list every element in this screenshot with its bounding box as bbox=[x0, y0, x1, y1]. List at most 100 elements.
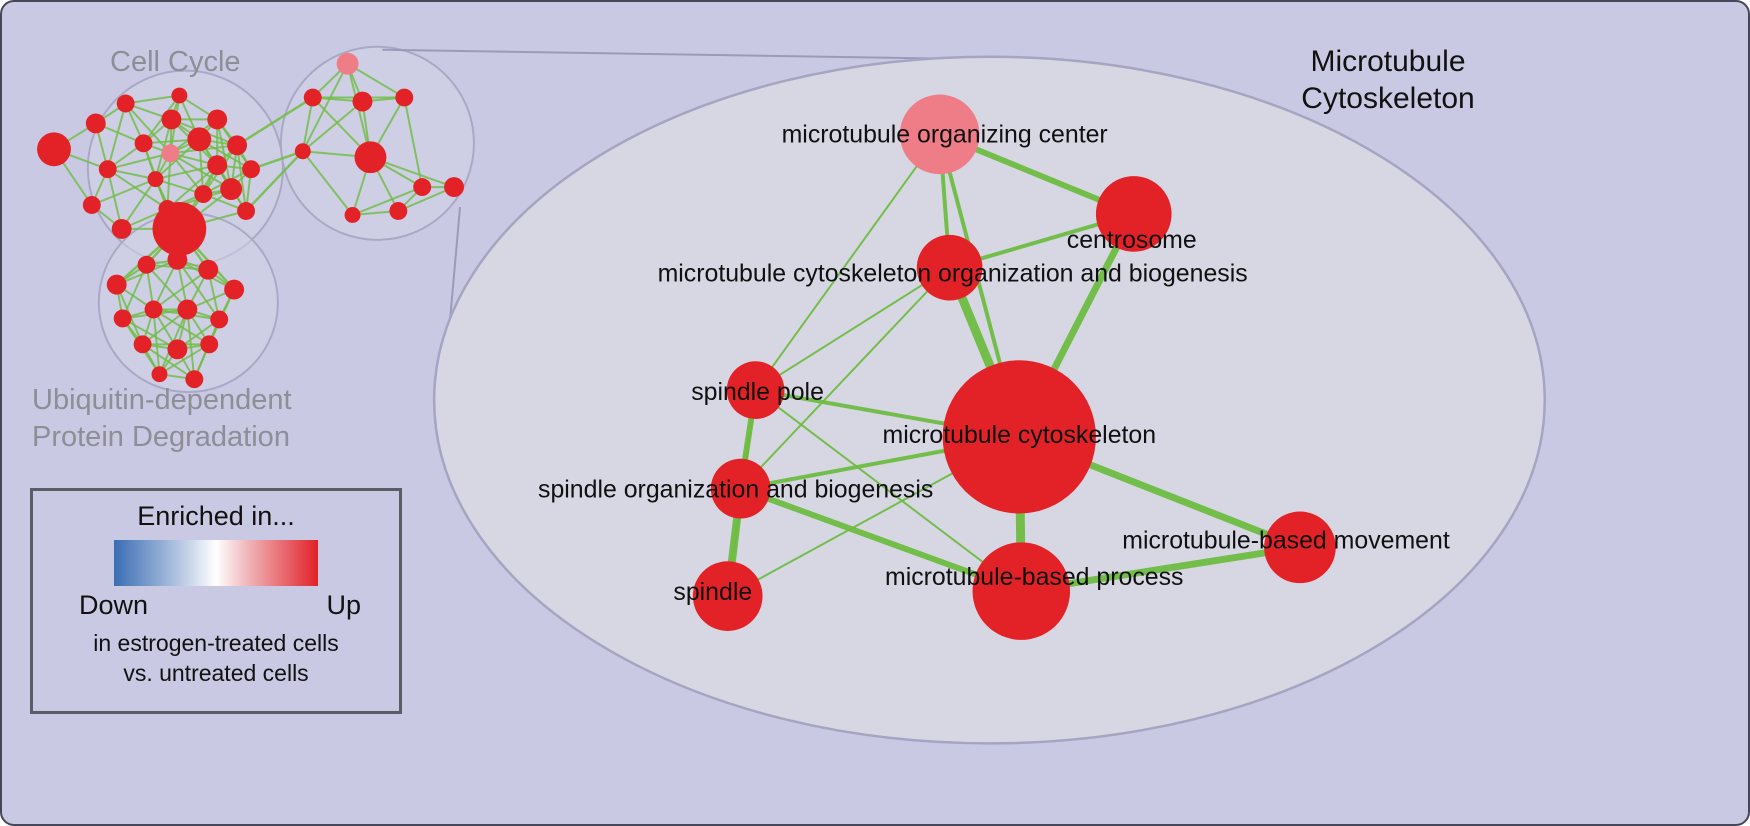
legend-gradient-bar bbox=[114, 540, 318, 586]
mini-node-c10 bbox=[187, 127, 212, 152]
mini-edge bbox=[347, 62, 405, 99]
node-process bbox=[972, 542, 1071, 640]
node-label-moc: microtubule organizing center bbox=[782, 120, 1108, 148]
node-org bbox=[916, 234, 983, 301]
mini-node-u10 bbox=[167, 339, 188, 360]
cluster-label-ubiquitin: Ubiquitin-dependent Protein Degradation bbox=[32, 382, 292, 456]
mini-edge bbox=[302, 100, 364, 153]
mini-node-u4 bbox=[224, 279, 245, 300]
mini-node-u12 bbox=[151, 366, 168, 383]
edge-pole-process bbox=[754, 389, 1023, 593]
mini-edge bbox=[352, 186, 423, 216]
mini-node-u2 bbox=[167, 249, 188, 270]
mini-edge bbox=[301, 63, 349, 152]
mini-edge bbox=[302, 150, 354, 216]
mini-node-c12 bbox=[194, 185, 213, 204]
node-label-pole: spindle pole bbox=[691, 378, 824, 406]
node-label-sporg: spindle organization and biogenesis bbox=[538, 476, 933, 504]
mini-node-c4 bbox=[147, 171, 164, 188]
node-label-spindle: spindle bbox=[673, 578, 752, 606]
mini-node-m3 bbox=[395, 88, 414, 107]
mini-node-c16 bbox=[242, 160, 260, 179]
mini-node-c3 bbox=[134, 134, 153, 153]
mini-node-c6 bbox=[82, 196, 101, 214]
edge-moc-pole bbox=[754, 133, 941, 392]
node-mtc bbox=[942, 360, 1096, 514]
ubiquitin-label-line2: Protein Degradation bbox=[32, 421, 290, 454]
edge-org-pole bbox=[754, 266, 951, 392]
mini-node-m0 bbox=[336, 52, 359, 75]
mini-node-m7 bbox=[389, 202, 408, 220]
mini-node-u13 bbox=[185, 370, 204, 389]
node-moc bbox=[899, 94, 980, 175]
legend-down-label: Down bbox=[79, 590, 149, 620]
mini-node-u6 bbox=[144, 300, 163, 319]
mini-node-m1 bbox=[303, 88, 322, 107]
mini-node-c13 bbox=[227, 135, 248, 156]
mini-edge bbox=[158, 343, 210, 376]
mini-edge bbox=[107, 152, 171, 171]
mini-node-u0 bbox=[106, 274, 127, 295]
mini-node-c18 bbox=[161, 144, 180, 163]
node-sporg bbox=[710, 458, 771, 519]
node-label-org: microtubule cytoskeleton organization an… bbox=[658, 260, 1248, 288]
mini-node-u9 bbox=[133, 335, 152, 354]
mini-edge bbox=[301, 97, 314, 152]
mini-edge bbox=[107, 168, 168, 210]
edge-org-sporg bbox=[739, 266, 951, 490]
zoom-cone-line-0 bbox=[382, 48, 952, 60]
mini-edge bbox=[91, 178, 156, 206]
legend-box: Enriched in... Down Up in estrogen-treat… bbox=[30, 488, 402, 714]
mini-bridge-edge bbox=[236, 96, 314, 147]
mini-node-c1 bbox=[85, 113, 106, 134]
mini-edge bbox=[216, 119, 233, 190]
edge-sporg-process bbox=[737, 485, 1025, 595]
mini-node-m5 bbox=[413, 178, 432, 197]
mini-node-c2 bbox=[116, 94, 135, 113]
mini-edge bbox=[166, 164, 218, 210]
mini-edge bbox=[106, 103, 127, 170]
microtubule-title-line2: Cytoskeleton bbox=[1301, 81, 1475, 115]
mini-node-u1 bbox=[137, 255, 156, 274]
mini-edge bbox=[121, 264, 148, 319]
legend-endpoint-labels: Down Up bbox=[79, 590, 361, 621]
legend-up-label: Up bbox=[326, 590, 361, 620]
mini-bridge-edge bbox=[250, 150, 304, 171]
mini-node-m8 bbox=[344, 207, 361, 223]
mini-edge bbox=[152, 268, 209, 311]
mini-node-c11 bbox=[207, 155, 228, 176]
ubiquitin-label-line1: Ubiquitin-dependent bbox=[32, 384, 292, 416]
mini-node-m6 bbox=[444, 177, 464, 198]
mini-node-m2 bbox=[352, 91, 373, 112]
microtubule-title-line1: Microtubule bbox=[1310, 45, 1466, 78]
mini-edge bbox=[125, 94, 180, 105]
legend-caption-line2: vs. untreated cells bbox=[123, 659, 309, 686]
legend-caption: in estrogen-treated cells vs. untreated … bbox=[33, 629, 399, 689]
mini-node-c9 bbox=[171, 87, 188, 104]
mini-node-u8 bbox=[210, 310, 229, 329]
mini-node-u11 bbox=[200, 335, 219, 354]
mini-edge bbox=[403, 97, 424, 188]
mini-node-c8 bbox=[161, 109, 182, 130]
mini-node-c5 bbox=[98, 160, 117, 179]
node-label-mtc: microtubule cytoskeleton bbox=[883, 421, 1157, 449]
legend-title: Enriched in... bbox=[137, 501, 295, 531]
cluster-label-microtubule-cytoskeleton: Microtubule Cytoskeleton bbox=[1270, 44, 1506, 117]
node-spindle bbox=[692, 561, 763, 631]
node-label-movement: microtubule-based movement bbox=[1122, 526, 1450, 554]
mini-node-c7 bbox=[111, 218, 132, 239]
mini-edge bbox=[106, 168, 123, 230]
mini-node-c0 bbox=[37, 132, 71, 167]
mini-edge bbox=[152, 308, 210, 346]
cluster-label-cell-cycle: Cell Cycle bbox=[110, 46, 241, 78]
mini-node-c14 bbox=[220, 178, 243, 201]
mini-edge bbox=[152, 309, 161, 375]
mini-node-m4 bbox=[354, 141, 387, 174]
node-centrosome bbox=[1095, 176, 1172, 252]
node-label-centrosome: centrosome bbox=[1067, 226, 1197, 254]
mini-bridge-edge bbox=[245, 150, 304, 212]
mini-edge bbox=[145, 264, 189, 311]
mini-node-c17 bbox=[207, 109, 228, 130]
